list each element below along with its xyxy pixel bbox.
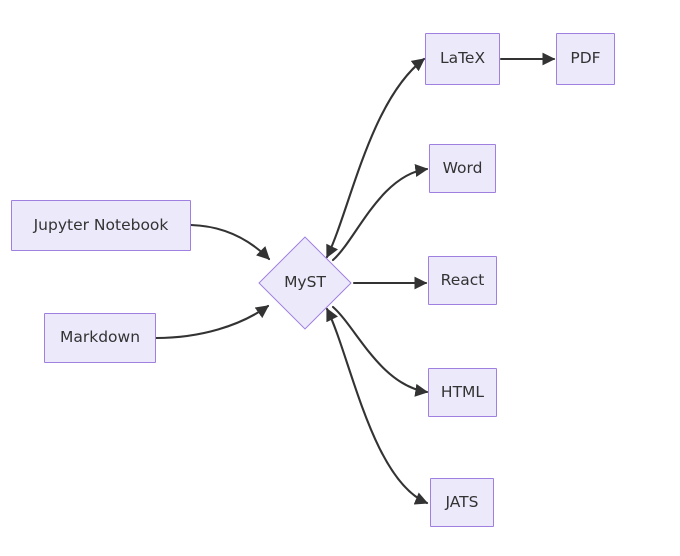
edge-jupyter-to-myst <box>189 223 271 261</box>
node-word[interactable]: Word <box>429 144 496 193</box>
node-jats-label: JATS <box>445 492 479 511</box>
node-pdf[interactable]: PDF <box>556 33 615 85</box>
node-latex[interactable]: LaTeX <box>425 33 500 85</box>
node-word-label: Word <box>442 158 483 177</box>
edge-myst-to-latex <box>325 57 426 259</box>
node-pdf-label: PDF <box>570 49 601 68</box>
node-html[interactable]: HTML <box>428 368 497 417</box>
node-markdown[interactable]: Markdown <box>44 313 156 363</box>
node-jupyter-notebook[interactable]: Jupyter Notebook <box>11 200 191 251</box>
node-jats[interactable]: JATS <box>430 478 494 527</box>
node-markdown-label: Markdown <box>59 328 141 347</box>
node-jupyter-notebook-label: Jupyter Notebook <box>33 215 169 234</box>
node-myst-label: MyST <box>284 273 326 292</box>
edge-markdown-to-myst <box>154 304 270 340</box>
node-react[interactable]: React <box>428 256 497 305</box>
node-react-label: React <box>440 270 485 289</box>
edge-myst-to-jats <box>325 307 429 505</box>
node-myst[interactable]: MyST <box>258 236 352 330</box>
node-html-label: HTML <box>440 382 485 401</box>
edge-myst-to-word <box>331 164 429 262</box>
node-latex-label: LaTeX <box>439 49 486 68</box>
